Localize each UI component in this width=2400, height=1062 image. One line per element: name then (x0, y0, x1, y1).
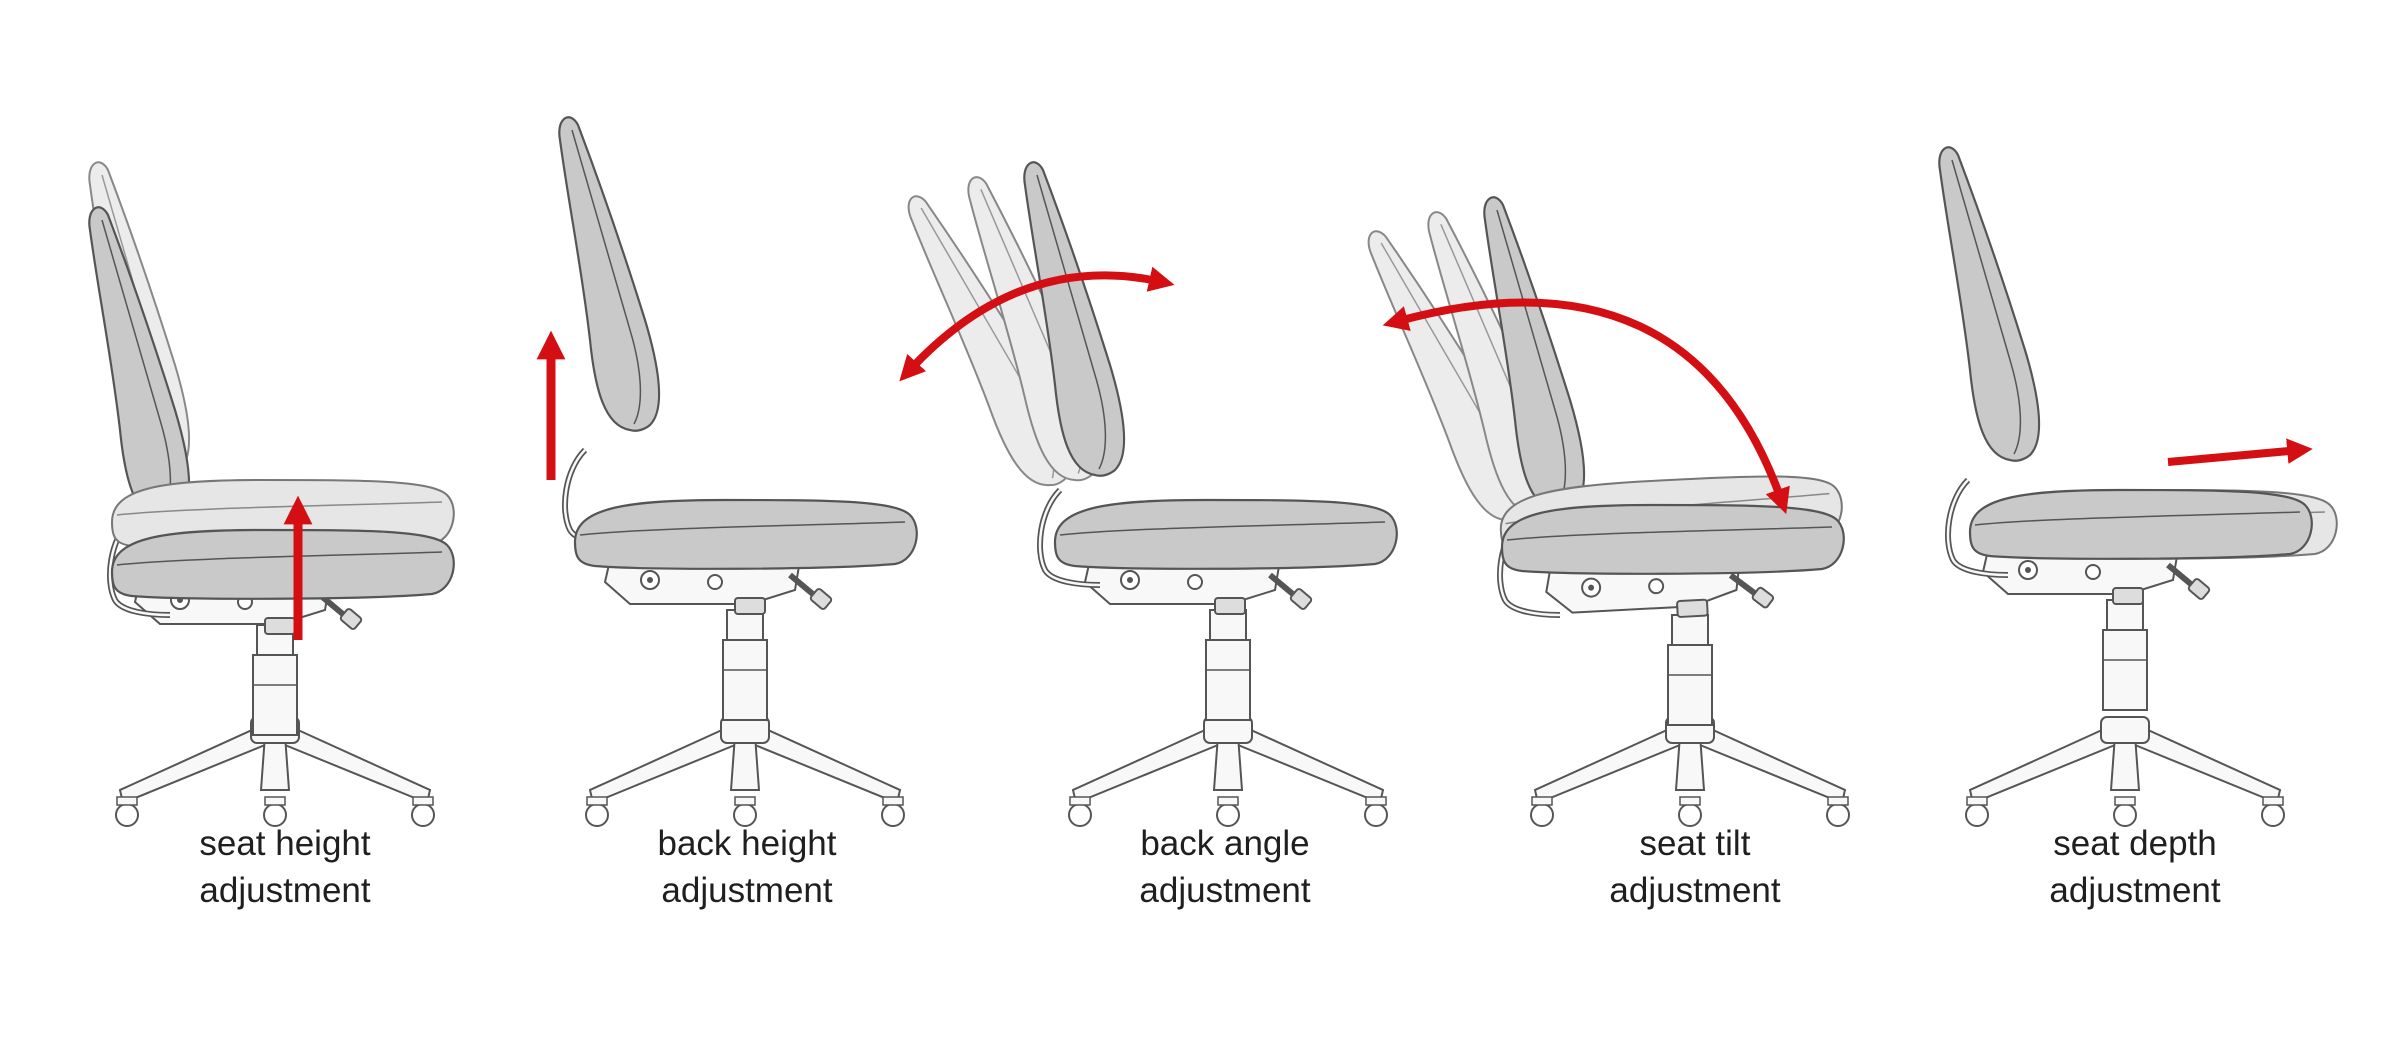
curved-double-arrow-icon (1382, 298, 1790, 515)
caption-line: seat height (199, 824, 371, 863)
caption-line: back angle (1140, 824, 1310, 863)
chair-illustration (558, 116, 918, 827)
caption-line: back height (657, 824, 837, 863)
panel-seat-depth (1938, 146, 2338, 827)
caption-back-height: back height adjustment (537, 820, 957, 914)
caption-line: seat depth (2053, 824, 2217, 863)
right-arrow-icon (2167, 438, 2313, 466)
caption-back-angle: back angle adjustment (1015, 820, 1435, 914)
chair-illustration (1938, 146, 2338, 827)
caption-line: adjustment (1609, 871, 1781, 910)
caption-seat-tilt: seat tilt adjustment (1485, 820, 1905, 914)
chair-illustration (904, 161, 1398, 827)
caption-line: adjustment (199, 871, 371, 910)
caption-line: adjustment (1139, 871, 1311, 910)
caption-line: adjustment (2049, 871, 2221, 910)
curved-double-arrow-icon (899, 266, 1175, 382)
caption-seat-depth: seat depth adjustment (1925, 820, 2345, 914)
caption-seat-height: seat height adjustment (75, 820, 495, 914)
panel-seat-height (88, 161, 455, 827)
chair-illustration (1364, 196, 1850, 827)
panel-back-angle (899, 161, 1398, 827)
caption-line: adjustment (661, 871, 833, 910)
panel-back-height (536, 116, 918, 827)
panel-seat-tilt (1364, 196, 1850, 827)
chair-illustration (88, 161, 455, 827)
caption-line: seat tilt (1639, 824, 1751, 863)
